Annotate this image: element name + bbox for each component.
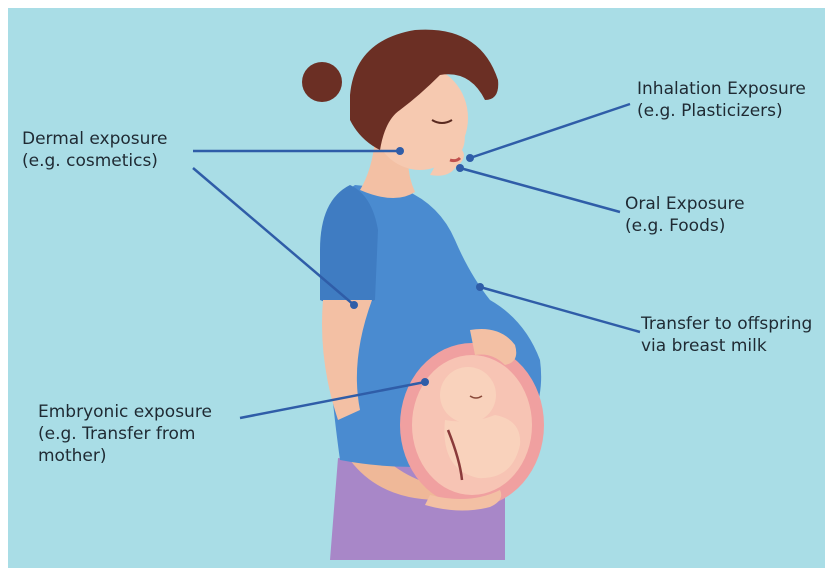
hair-bun xyxy=(302,62,342,102)
label-oral-exposure: Oral Exposure (e.g. Foods) xyxy=(625,193,745,237)
label-dermal-exposure: Dermal exposure (e.g. cosmetics) xyxy=(22,128,167,172)
leader-inhalation xyxy=(470,104,630,158)
baby-head xyxy=(440,367,496,423)
leader-dermal-arm-dot xyxy=(350,301,358,309)
label-embryonic-exposure: Embryonic exposure (e.g. Transfer from m… xyxy=(38,401,212,467)
leader-oral-dot xyxy=(456,164,464,172)
leader-breast-milk-dot xyxy=(476,283,484,291)
label-inhalation-exposure: Inhalation Exposure (e.g. Plasticizers) xyxy=(637,78,806,122)
leader-dermal-face-dot xyxy=(396,147,404,155)
leader-embryonic-dot xyxy=(421,378,429,386)
leader-inhalation-dot xyxy=(466,154,474,162)
leader-oral xyxy=(460,168,620,212)
label-transfer-breast-milk: Transfer to offspring via breast milk xyxy=(641,313,812,357)
